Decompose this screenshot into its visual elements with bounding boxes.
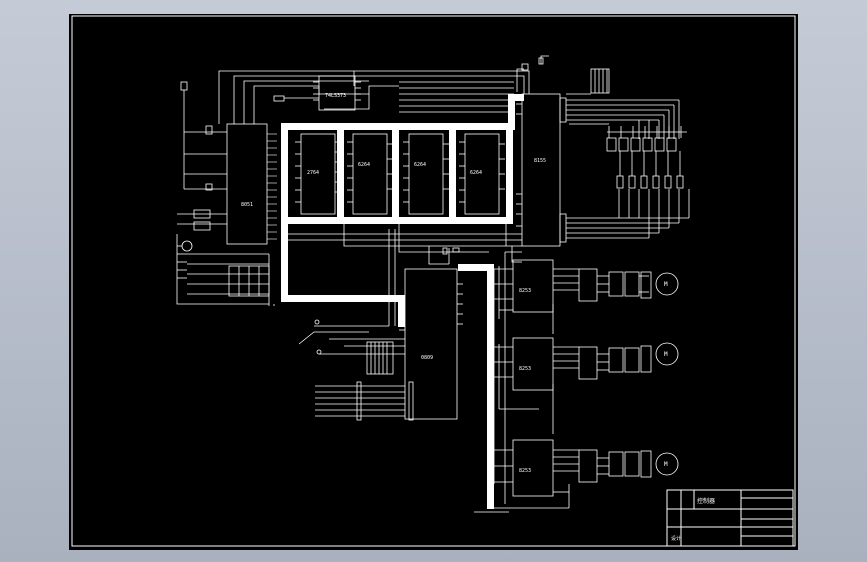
label-motor-3: M xyxy=(664,461,668,468)
chip-cpu xyxy=(226,123,277,245)
label-cpu: 8051 xyxy=(241,202,253,208)
seven-segment-displays xyxy=(606,126,687,152)
label-driver-2: 8253 xyxy=(519,366,531,372)
display-drivers xyxy=(616,151,684,189)
label-driver-1: 8253 xyxy=(519,288,531,294)
system-bus xyxy=(281,94,524,509)
chip-latch xyxy=(273,75,361,111)
drawing-sheet: 8051 74LS373 xyxy=(69,14,798,550)
title-block xyxy=(666,489,794,547)
title-block-name: 控制器 xyxy=(697,497,715,505)
label-ram-c: 6264 xyxy=(470,170,482,176)
label-motor-2: M xyxy=(664,351,668,358)
analog-inputs xyxy=(298,319,414,421)
chip-ppi xyxy=(516,93,567,247)
label-rom: 2764 xyxy=(307,170,319,176)
control-wires-top xyxy=(218,55,549,124)
motor-channel-3 xyxy=(474,439,679,513)
chip-rom xyxy=(295,133,341,215)
label-ram-b: 6264 xyxy=(414,162,426,168)
title-block-row3: 设计 xyxy=(671,535,681,542)
motor-channel-2 xyxy=(494,337,679,410)
label-ppi: 8155 xyxy=(534,158,546,164)
label-driver-3: 8253 xyxy=(519,468,531,474)
chip-ram-b xyxy=(403,133,449,215)
ppi-port-wires xyxy=(566,68,690,239)
chip-ram-a xyxy=(347,133,393,215)
motor-channel-1 xyxy=(494,259,679,319)
chip-adc xyxy=(399,268,463,420)
label-latch: 74LS373 xyxy=(325,93,346,99)
driver-bus-links xyxy=(493,251,554,504)
label-ram-a: 6264 xyxy=(358,162,370,168)
bus-wires-lower xyxy=(288,224,522,326)
schematic: 8051 74LS373 xyxy=(71,15,796,547)
label-adc: 0809 xyxy=(421,355,433,361)
sheet-border xyxy=(71,15,796,547)
chip-ram-c xyxy=(459,133,505,215)
label-motor-1: M xyxy=(664,281,668,288)
clock-reset-circuit xyxy=(176,81,275,306)
